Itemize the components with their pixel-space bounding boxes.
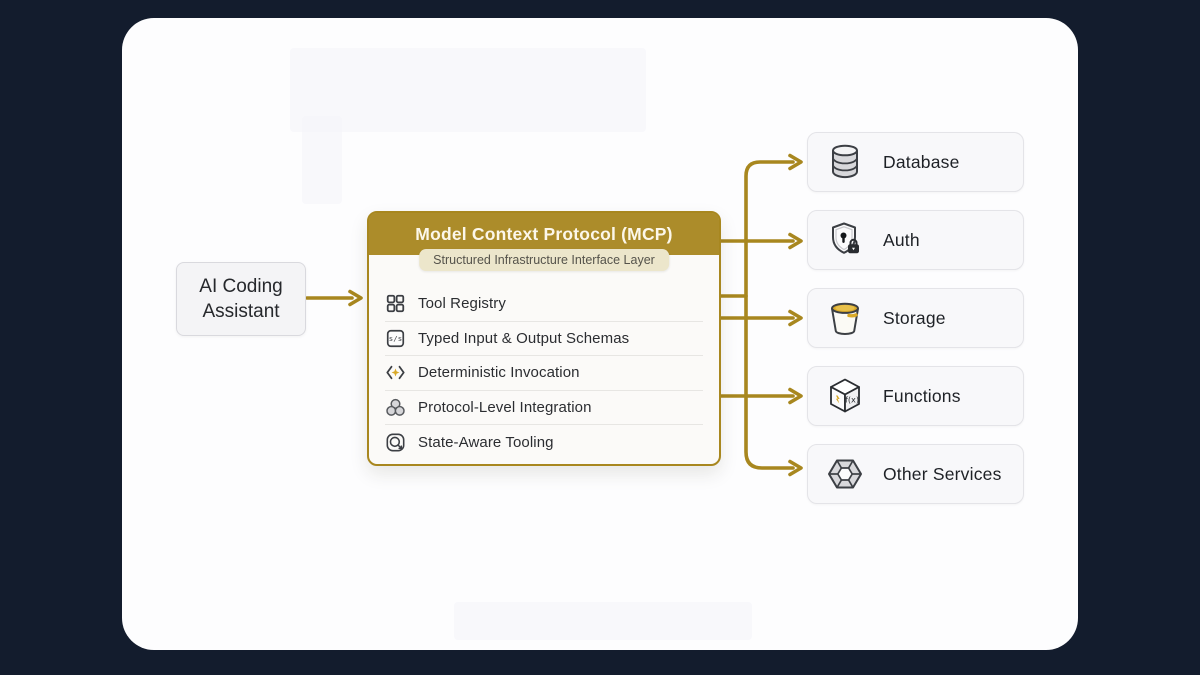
schema-icon: s/s — [386, 329, 405, 348]
mcp-title: Model Context Protocol (MCP) — [415, 223, 673, 244]
service-label: Database — [883, 151, 960, 172]
background-artifact — [290, 48, 646, 132]
service-node-other-services: Other Services — [807, 444, 1024, 504]
database-icon — [832, 144, 858, 179]
svg-text:f(x): f(x) — [845, 395, 859, 405]
service-node-database: Database — [807, 132, 1024, 192]
capability-row-protocol-integration: Protocol-Level Integration — [385, 391, 703, 426]
svg-text:s/s: s/s — [389, 334, 403, 343]
grid-icon — [386, 295, 405, 313]
shield-lock-icon — [832, 222, 859, 254]
service-node-auth: Auth — [807, 210, 1024, 270]
ai-coding-assistant-label: AI Coding Assistant — [199, 275, 283, 322]
capability-row-typed-schemas: s/s Typed Input & Output Schemas — [385, 322, 703, 357]
nodes-icon — [386, 398, 405, 416]
mcp-node: Model Context Protocol (MCP) Structured … — [367, 211, 721, 466]
capability-label: Protocol-Level Integration — [418, 399, 592, 417]
service-label: Other Services — [883, 463, 1002, 484]
code-invoke-icon — [386, 366, 405, 380]
hex-cluster-icon — [828, 459, 862, 489]
capability-label: Typed Input & Output Schemas — [418, 329, 630, 347]
service-label: Auth — [883, 229, 920, 250]
service-node-functions: f(x) Functions — [807, 366, 1024, 426]
capability-row-tool-registry: Tool Registry — [385, 287, 703, 322]
capability-label: State-Aware Tooling — [418, 434, 554, 452]
service-node-storage: Storage — [807, 288, 1024, 348]
service-label: Storage — [883, 307, 946, 328]
capability-label: Deterministic Invocation — [418, 364, 580, 382]
bucket-icon — [831, 302, 859, 336]
capability-row-deterministic-invocation: Deterministic Invocation — [385, 356, 703, 391]
mcp-capability-list: Tool Registry s/s Typed Input & Output S… — [385, 287, 703, 460]
capability-row-state-aware-tooling: State-Aware Tooling — [385, 425, 703, 460]
capability-label: Tool Registry — [418, 295, 506, 313]
state-search-icon — [386, 433, 405, 452]
background-artifact — [454, 602, 752, 640]
ai-coding-assistant-node: AI Coding Assistant — [176, 262, 306, 336]
background-artifact — [302, 116, 342, 204]
mcp-subtitle-badge: Structured Infrastructure Interface Laye… — [419, 249, 669, 271]
service-label: Functions — [883, 385, 961, 406]
function-cube-icon: f(x) — [830, 378, 860, 413]
mcp-header: Model Context Protocol (MCP) — [369, 213, 719, 255]
